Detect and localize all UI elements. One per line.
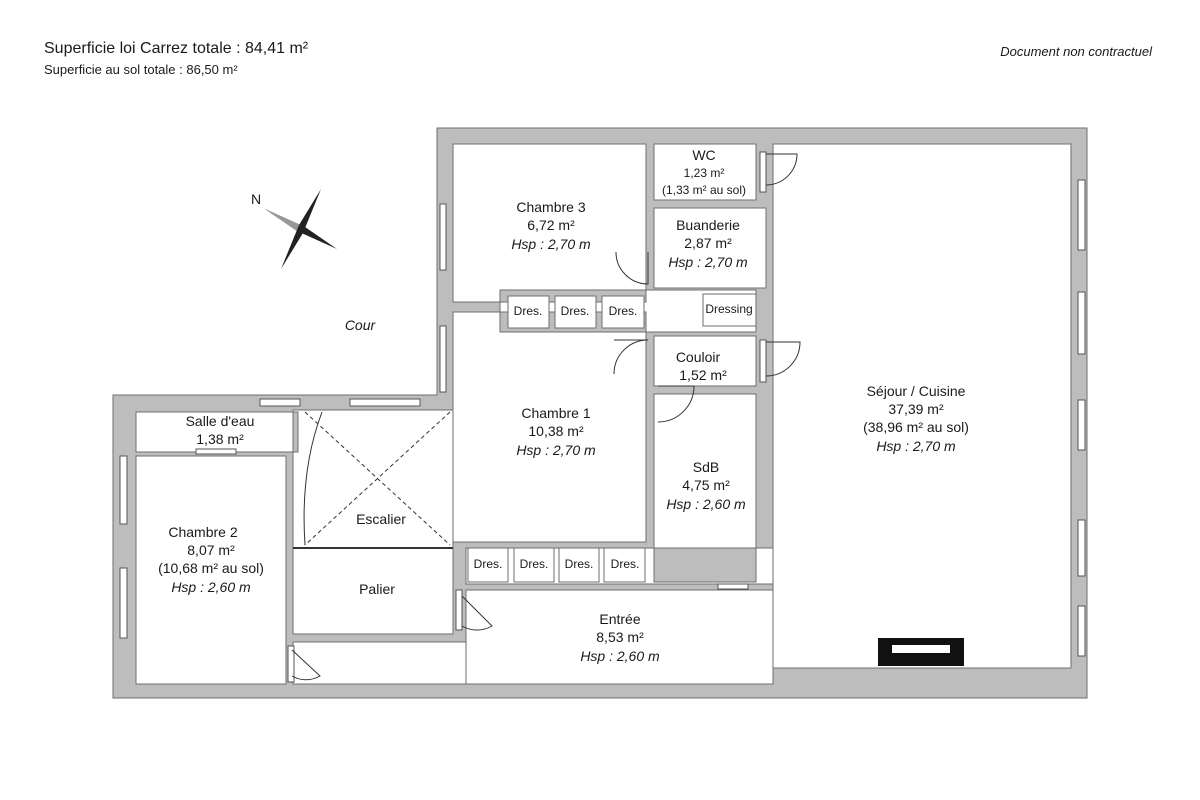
floor-total: Superficie au sol totale : 86,50 m² [44,62,238,77]
wc-name: WC [692,147,715,163]
entree-height: Hsp : 2,60 m [580,648,660,664]
sejour-name: Séjour / Cuisine [867,383,966,399]
wc-area: 1,23 m² [684,166,725,180]
wc-floor: (1,33 m² au sol) [662,183,746,197]
kitchen-counter [878,638,964,666]
closet-label: Dres. [561,304,590,318]
buanderie-height: Hsp : 2,70 m [668,254,748,270]
windows [119,151,1086,683]
closet-boxes [467,293,757,583]
chambre2-floor: (10,68 m² au sol) [158,560,264,576]
sdb-area: 4,75 m² [682,477,730,493]
compass-label: N [251,191,261,207]
palier-label: Palier [359,581,395,597]
labels: N Cour WC 1,23 m² (1,33 m² au sol) Chamb… [158,147,969,664]
sejour-floor: (38,96 m² au sol) [863,419,969,435]
sdb-name: SdB [693,459,719,475]
chambre1-height: Hsp : 2,70 m [516,442,596,458]
chambre3-name: Chambre 3 [516,199,585,215]
couloir-area: 1,52 m² [679,367,727,383]
sejour-area: 37,39 m² [888,401,944,417]
entree-name: Entrée [599,611,640,627]
chambre3-height: Hsp : 2,70 m [511,236,591,252]
walls [112,127,1088,699]
carrez-total: Superficie loi Carrez totale : 84,41 m² [44,40,309,57]
closet-label: Dres. [611,557,640,571]
sejour-height: Hsp : 2,70 m [876,438,956,454]
salle-eau-area: 1,38 m² [196,431,244,447]
closet-label: Dres. [514,304,543,318]
entree-area: 8,53 m² [596,629,644,645]
closet-label: Dres. [609,304,638,318]
disclaimer: Document non contractuel [1000,44,1152,59]
compass-icon [265,189,337,269]
staircase [293,411,453,549]
chambre2-height: Hsp : 2,60 m [171,579,251,595]
chambre2-area: 8,07 m² [187,542,235,558]
dressing-label: Dressing [705,302,752,316]
chambre2-name: Chambre 2 [168,524,237,540]
door-swings [291,153,801,681]
chambre1-area: 10,38 m² [528,423,584,439]
couloir-name: Couloir [676,349,721,365]
cour-label: Cour [345,317,377,333]
salle-eau-name: Salle d'eau [186,413,255,429]
chambre1-name: Chambre 1 [521,405,590,421]
escalier-label: Escalier [356,511,406,527]
closet-label: Dres. [565,557,594,571]
sdb-height: Hsp : 2,60 m [666,496,746,512]
buanderie-name: Buanderie [676,217,740,233]
chambre3-area: 6,72 m² [527,217,575,233]
closet-label: Dres. [520,557,549,571]
closet-label: Dres. [474,557,503,571]
buanderie-area: 2,87 m² [684,235,732,251]
